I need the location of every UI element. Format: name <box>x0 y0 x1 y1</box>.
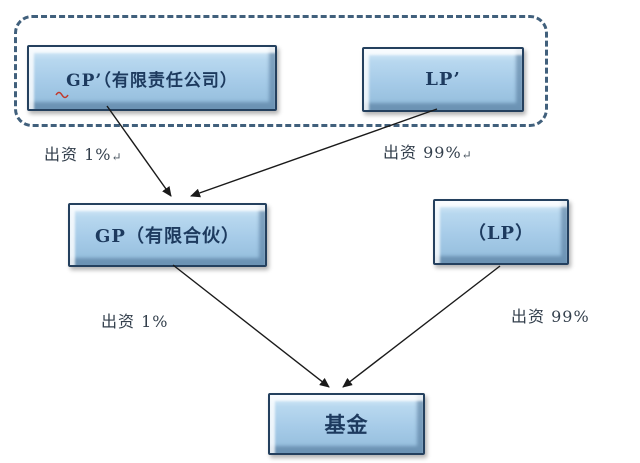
node-fund: 基金 <box>268 393 425 455</box>
edge-label-lp-prime-to-gp: 出资 99%↵ <box>383 139 473 163</box>
edge-label-text: 出资 99% <box>511 307 590 326</box>
arrow-gp-to-fund <box>172 264 330 388</box>
edge-label-gp-prime-to-gp: 出资 1%↵ <box>44 141 123 165</box>
node-lp-label: （LP） <box>467 223 535 244</box>
node-gp-label: GP（有限合伙） <box>95 226 240 247</box>
node-gp: GP（有限合伙） <box>68 203 267 267</box>
node-lp-prime: LP’ <box>362 47 524 112</box>
edge-label-lp-to-fund: 出资 99% <box>511 303 590 327</box>
edge-label-gp-to-fund: 出资 1% <box>101 308 168 332</box>
edge-label-text: 出资 1% <box>44 145 112 164</box>
node-gp-prime-label: GP’（有限责任公司） <box>66 70 238 91</box>
node-lp: （LP） <box>433 199 569 265</box>
node-fund-label: 基金 <box>324 412 369 437</box>
node-lp-prime-label: LP’ <box>425 69 461 90</box>
arrow-lp-to-fund <box>342 265 501 388</box>
edge-label-text: 出资 99% <box>383 143 462 162</box>
node-gp-prime: GP’（有限责任公司） <box>27 45 277 111</box>
edge-label-text: 出资 1% <box>101 312 169 331</box>
return-mark-icon: ↵ <box>461 148 473 162</box>
return-mark-icon: ↵ <box>111 150 123 164</box>
